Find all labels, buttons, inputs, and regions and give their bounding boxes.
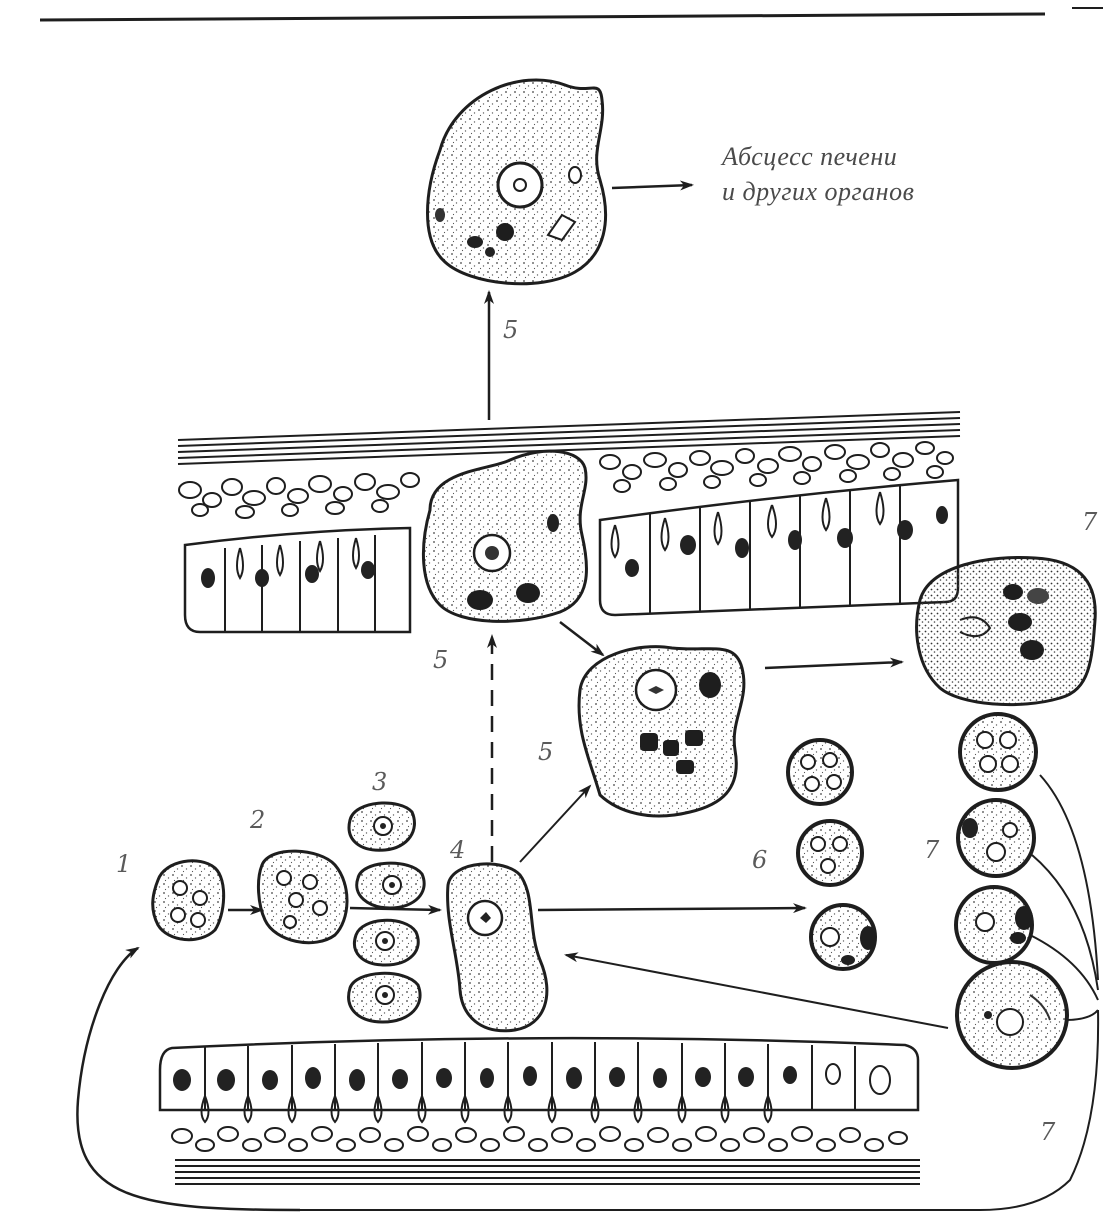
label-1: 1: [116, 850, 131, 878]
arrow-2-to-4: [349, 904, 442, 915]
arrow-to-abscess: [611, 180, 694, 191]
hematophage-amoeba: [577, 645, 746, 818]
label-4: 4: [449, 836, 465, 864]
arrow-loop-to-stage-1: [76, 946, 301, 1212]
arrow-4-to-cysts: [537, 903, 807, 914]
arrow-4-to-hematophage: [519, 784, 592, 863]
arrow-to-degenerating-form: [764, 657, 904, 670]
label-2: 2: [249, 806, 265, 834]
label-7-bottom: 7: [1040, 1118, 1056, 1146]
label-5-top: 5: [503, 316, 518, 344]
cysts-stage-6: [786, 738, 877, 971]
arrow-back-to-luminal-form: [564, 952, 949, 1029]
abscess-caption-line2: и других органов: [722, 177, 914, 206]
label-3: 3: [372, 768, 387, 796]
label-6: 6: [752, 846, 767, 874]
small-forms-stage-3: [347, 801, 426, 1024]
label-5-mid: 5: [433, 646, 448, 674]
cyst-excretion-lines: [300, 774, 1100, 1211]
label-7-mid: 7: [924, 836, 940, 864]
tissue-amoeba-top: [426, 78, 607, 286]
invading-amoeba: [422, 449, 588, 623]
abscess-caption-line1: Абсцесс печени: [720, 142, 897, 171]
metacystic-stage-2: [256, 849, 349, 945]
label-7-top: 7: [1082, 508, 1098, 536]
cyst-stage-1: [151, 859, 226, 942]
degenerating-amoeba-right: [915, 556, 1097, 707]
upper-intestinal-wall: [177, 411, 961, 634]
cysts-stage-7: [954, 712, 1069, 1070]
luminal-form-stage-4: [446, 862, 549, 1033]
lower-intestinal-wall: [158, 1036, 920, 1185]
page-rule: [39, 12, 1046, 22]
label-5-low: 5: [538, 738, 553, 766]
arrow-to-hematophage: [559, 621, 605, 657]
